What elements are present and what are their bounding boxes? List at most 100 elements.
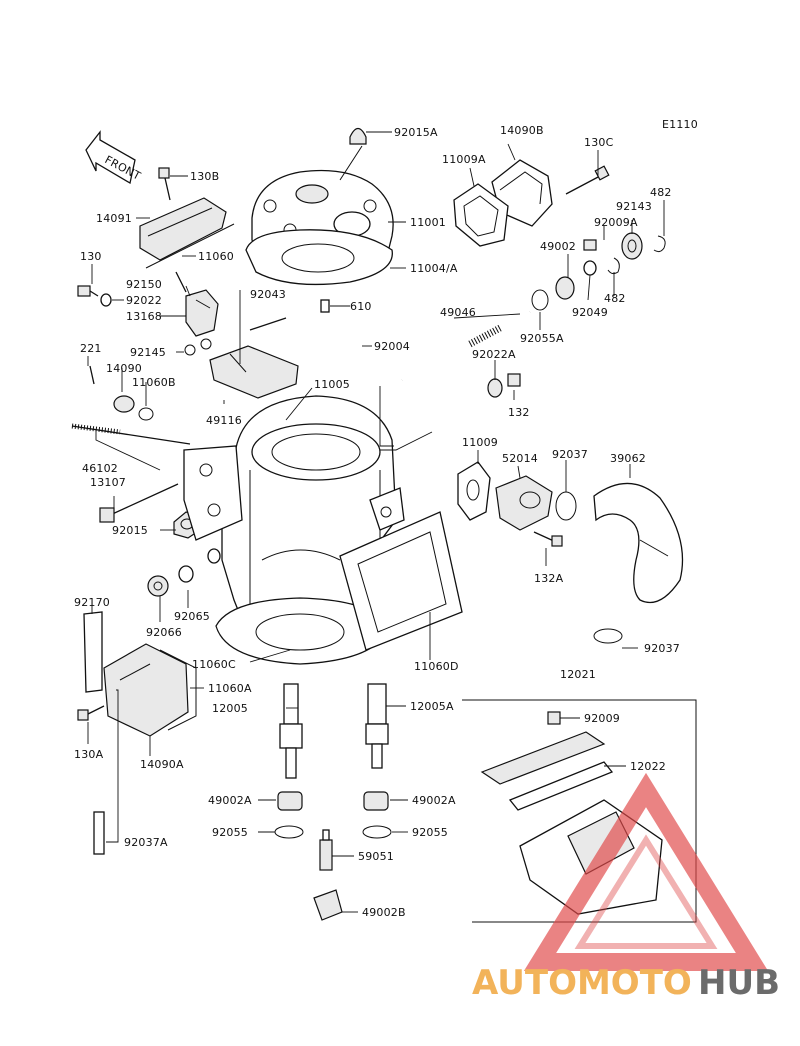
label-92022: 92022 — [126, 294, 162, 307]
label-49046: 49046 — [440, 306, 476, 319]
label-14091: 14091 — [96, 212, 132, 225]
reed-12022 — [508, 761, 614, 811]
label-46102: 46102 — [82, 462, 118, 475]
valve-12005a — [365, 683, 389, 769]
label-11009a: 11009A — [442, 153, 486, 166]
washer-92065 — [178, 565, 194, 583]
label-11060a: 11060A — [208, 682, 252, 695]
bolt-221 — [89, 365, 95, 385]
clamp-92037-upper — [555, 491, 577, 521]
head-gasket-11004a — [245, 229, 393, 286]
clamp-92037-lower — [593, 628, 623, 644]
circlip-482-upper — [653, 235, 666, 253]
bushing-49002b — [313, 889, 343, 921]
rod-46102 — [71, 423, 191, 445]
label-12022: 12022 — [630, 760, 666, 773]
oring-92055-right — [362, 825, 392, 839]
cap-14090 — [113, 395, 135, 413]
label-92150: 92150 — [126, 278, 162, 291]
label-92037-upper: 92037 — [552, 448, 588, 461]
hose-39062 — [593, 482, 684, 626]
gasket-11060a — [159, 649, 197, 731]
label-130c: 130C — [584, 136, 614, 149]
washer-92049 — [583, 260, 597, 276]
label-92015: 92015 — [112, 524, 148, 537]
label-92055a: 92055A — [520, 332, 564, 345]
label-11001: 11001 — [410, 216, 446, 229]
label-92015a: 92015A — [394, 126, 438, 139]
label-482-lower: 482 — [604, 292, 626, 305]
label-92055-right: 92055 — [412, 826, 448, 839]
label-92009: 92009 — [584, 712, 620, 725]
bushing-49002 — [555, 276, 575, 300]
label-12005a: 12005A — [410, 700, 454, 713]
label-11060: 11060 — [198, 250, 234, 263]
spring-92145 — [184, 338, 212, 356]
label-92022a: 92022A — [472, 348, 516, 361]
label-130a: 130A — [74, 748, 104, 761]
gasket-11009a — [453, 183, 509, 247]
label-14090b: 14090B — [500, 124, 544, 137]
pin-610 — [320, 299, 330, 313]
collar-92143 — [621, 232, 643, 260]
cap-nut-92015a — [349, 127, 367, 145]
label-11004a: 11004/A — [410, 262, 458, 275]
grommet-49002a-right — [363, 791, 389, 811]
manifold-52014 — [495, 475, 553, 531]
label-221: 221 — [80, 342, 102, 355]
label-92049: 92049 — [572, 306, 608, 319]
label-92037a: 92037A — [124, 836, 168, 849]
label-12021: 12021 — [560, 668, 596, 681]
label-49002b: 49002B — [362, 906, 406, 919]
washer-92022a — [487, 378, 503, 398]
cover-14091 — [139, 197, 227, 261]
label-92055-left: 92055 — [212, 826, 248, 839]
plug-92066 — [147, 575, 169, 597]
reed-assembly-box-12021 — [462, 699, 697, 923]
label-11005: 11005 — [314, 378, 350, 391]
bolt-130c — [565, 165, 610, 195]
label-49116: 49116 — [206, 414, 242, 427]
bolt-132 — [507, 373, 521, 387]
gasket-11060d — [339, 511, 463, 651]
circlip-482-lower — [607, 257, 620, 275]
label-14090: 14090 — [106, 362, 142, 375]
spring-92150 — [175, 271, 187, 293]
watermark-text: AUTOMOTO HUB — [472, 963, 780, 1003]
bolt-92009a — [583, 239, 597, 251]
rod-49046 — [401, 310, 531, 382]
oring-92055a — [531, 289, 549, 311]
front-arrow: FRONT — [85, 130, 143, 185]
bolt-130a — [77, 705, 105, 721]
bolt-130 — [77, 285, 99, 297]
label-132a: 132A — [534, 572, 564, 585]
oring-92055-left — [274, 825, 304, 839]
gear-13107 — [99, 483, 179, 523]
watermark-text-part1: AUTOMOTO — [472, 963, 692, 1003]
reed-plate — [480, 731, 606, 785]
label-13107: 13107 — [90, 476, 126, 489]
leader-lines — [87, 131, 665, 913]
label-39062: 39062 — [610, 452, 646, 465]
pin-92043 — [249, 317, 287, 331]
label-610: 610 — [350, 300, 372, 313]
pin-92037a — [93, 811, 105, 855]
label-11060c: 11060C — [192, 658, 236, 671]
gasket-11009 — [457, 461, 491, 521]
bracket-13168 — [185, 289, 219, 337]
label-13168: 13168 — [126, 310, 162, 323]
bolt-92009 — [547, 711, 561, 725]
label-92065: 92065 — [174, 610, 210, 623]
bolt-132a — [533, 531, 563, 547]
label-482-upper: 482 — [650, 186, 672, 199]
label-49002a-right: 49002A — [412, 794, 456, 807]
label-14090a: 14090A — [140, 758, 184, 771]
diagram-code: E1110 — [662, 118, 698, 131]
holder-49116 — [209, 345, 299, 399]
reed-block — [519, 799, 663, 915]
label-92145: 92145 — [130, 346, 166, 359]
gear-59051 — [319, 829, 333, 871]
label-92004: 92004 — [374, 340, 410, 353]
label-132: 132 — [508, 406, 530, 419]
